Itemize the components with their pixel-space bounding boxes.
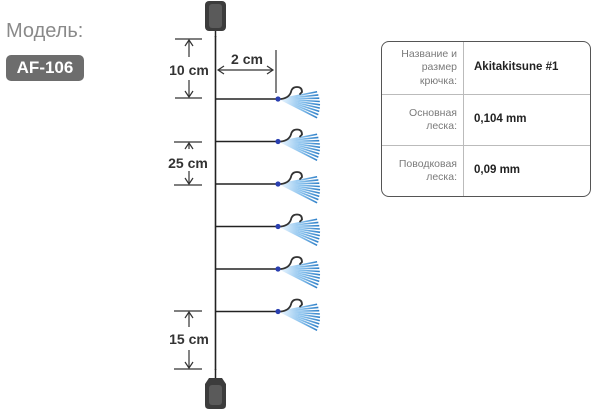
hook-icon: [280, 86, 303, 100]
spec-key-main-line: Основная леска:: [382, 95, 464, 145]
spec-table: Название и размер крючка: Akitakitsune #…: [381, 41, 591, 197]
feather-icon: [279, 175, 321, 204]
spec-row-leader-line: Поводковая леска: 0,09 mm: [382, 146, 590, 196]
hook-leader: [216, 128, 321, 162]
dimension-bottom-gap: [174, 310, 202, 370]
hook-leader: [216, 298, 321, 332]
feather-icon: [279, 90, 321, 119]
hook-icon: [280, 171, 303, 185]
bead-icon: [275, 308, 281, 315]
dimension-bottom-gap-label: 15 cm: [169, 331, 209, 347]
spec-divider: [382, 145, 590, 146]
bead-icon: [275, 223, 281, 230]
dimension-hook-spacing-label: 25 cm: [168, 155, 208, 171]
hook-icon: [280, 298, 303, 313]
spec-value-main-line: 0,104 mm: [474, 113, 527, 126]
spec-value-leader-line: 0,09 mm: [474, 164, 521, 177]
hook-leaders: [216, 86, 321, 332]
spec-key-hook: Название и размер крючка:: [382, 42, 464, 94]
bottom-swivel-icon: [205, 369, 226, 409]
spec-row-hook: Название и размер крючка: Akitakitsune #…: [382, 42, 590, 94]
spec-divider: [382, 94, 590, 95]
dimension-hook-spacing: [174, 141, 202, 186]
dimension-leader-length: [216, 50, 277, 93]
spec-value-hook: Akitakitsune #1: [474, 61, 559, 74]
spec-row-main-line: Основная леска: 0,104 mm: [382, 95, 590, 145]
dimension-top-gap: [175, 38, 202, 99]
spec-key-leader-line: Поводковая леска:: [382, 146, 464, 196]
top-swivel-icon: [205, 1, 226, 37]
feather-icon: [279, 133, 321, 162]
hook-icon: [280, 256, 303, 270]
feather-icon: [279, 303, 321, 332]
hook-leader: [216, 86, 321, 119]
bead-icon: [275, 138, 281, 145]
dimension-leader-length-label: 2 cm: [231, 51, 263, 67]
feather-icon: [279, 260, 321, 289]
hook-leader: [216, 256, 321, 289]
feather-icon: [279, 218, 321, 247]
bead-icon: [275, 266, 281, 272]
model-label: Модель:: [6, 20, 84, 42]
bead-icon: [275, 181, 281, 187]
hook-leader: [216, 171, 321, 204]
bead-icon: [275, 96, 281, 102]
hook-icon: [280, 128, 303, 143]
hook-icon: [280, 213, 303, 228]
model-code-badge: AF-106: [6, 55, 84, 81]
hook-leader: [216, 213, 321, 247]
dimension-top-gap-label: 10 cm: [169, 62, 209, 78]
